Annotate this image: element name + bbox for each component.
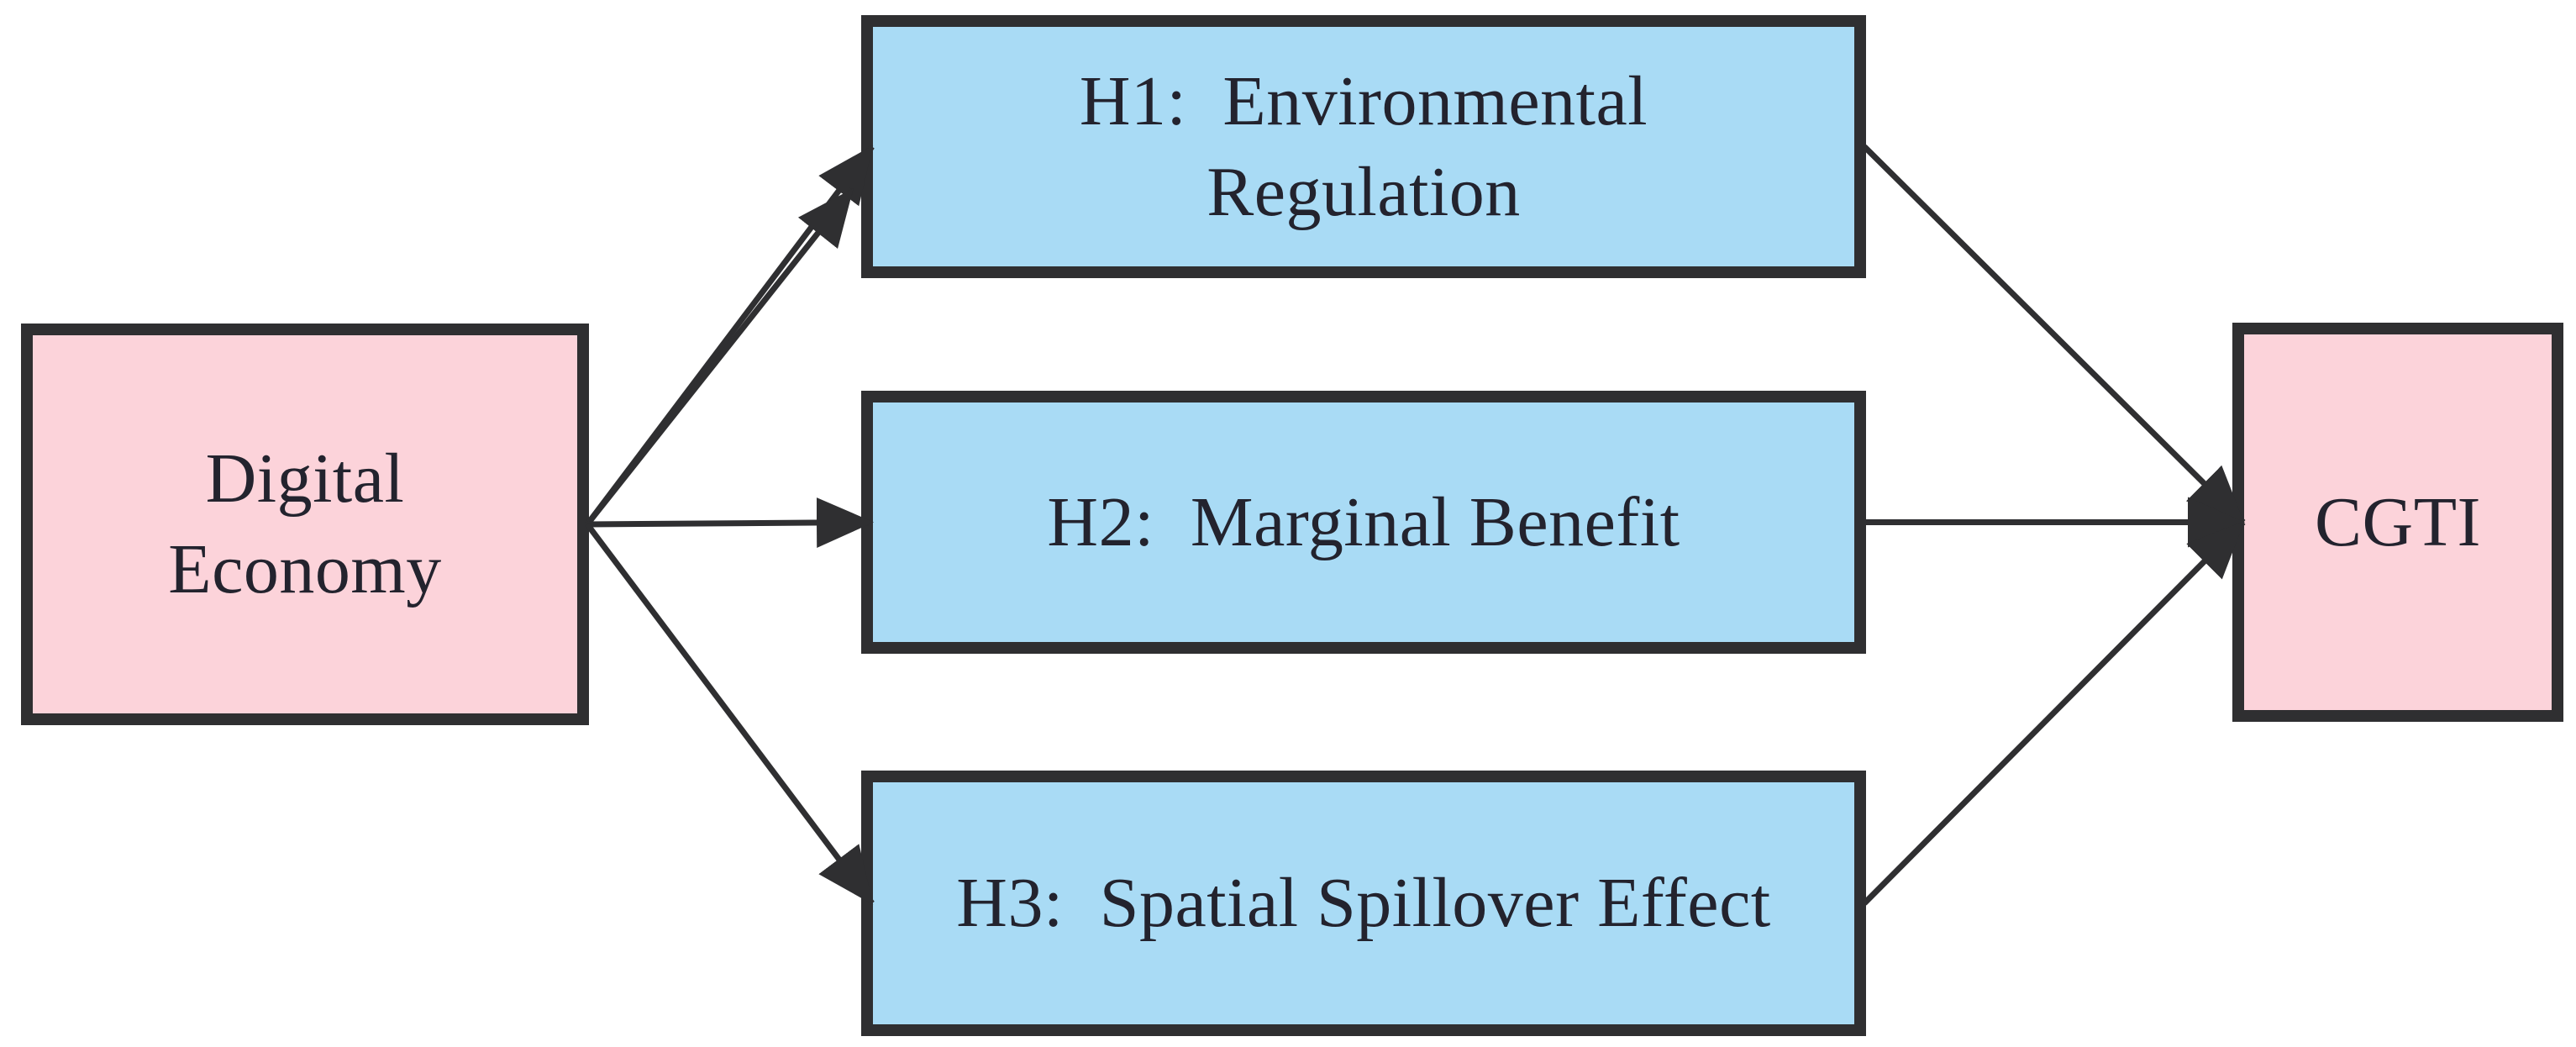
node-h1-environmental-regulation: H1: Environmental Regulation (861, 15, 1866, 278)
edge-digital-economy-h2 (586, 497, 874, 548)
node-h2-label: H2: Marginal Benefit (1047, 482, 1680, 561)
node-digital-economy-label: Digital Economy (168, 439, 442, 608)
node-cgti-label: CGTI (2315, 482, 2481, 561)
edge-digital-economy-h1 (585, 145, 875, 527)
edge-h1-cgti (1862, 145, 2246, 524)
node-h3-spatial-spillover-effect: H3: Spatial Spillover Effect (861, 771, 1866, 1036)
node-h3-label: H3: Spatial Spillover Effect (956, 864, 1771, 943)
node-h1-label: H1: Environmental Regulation (1079, 61, 1648, 231)
node-digital-economy: Digital Economy (21, 324, 589, 725)
edge-digital-economy-h3 (585, 522, 875, 906)
edge-h3-cgti (1862, 520, 2246, 906)
edge-digital-economy-h1-second-head (585, 187, 855, 527)
node-h2-marginal-benefit: H2: Marginal Benefit (861, 391, 1866, 654)
node-cgti: CGTI (2232, 323, 2563, 722)
